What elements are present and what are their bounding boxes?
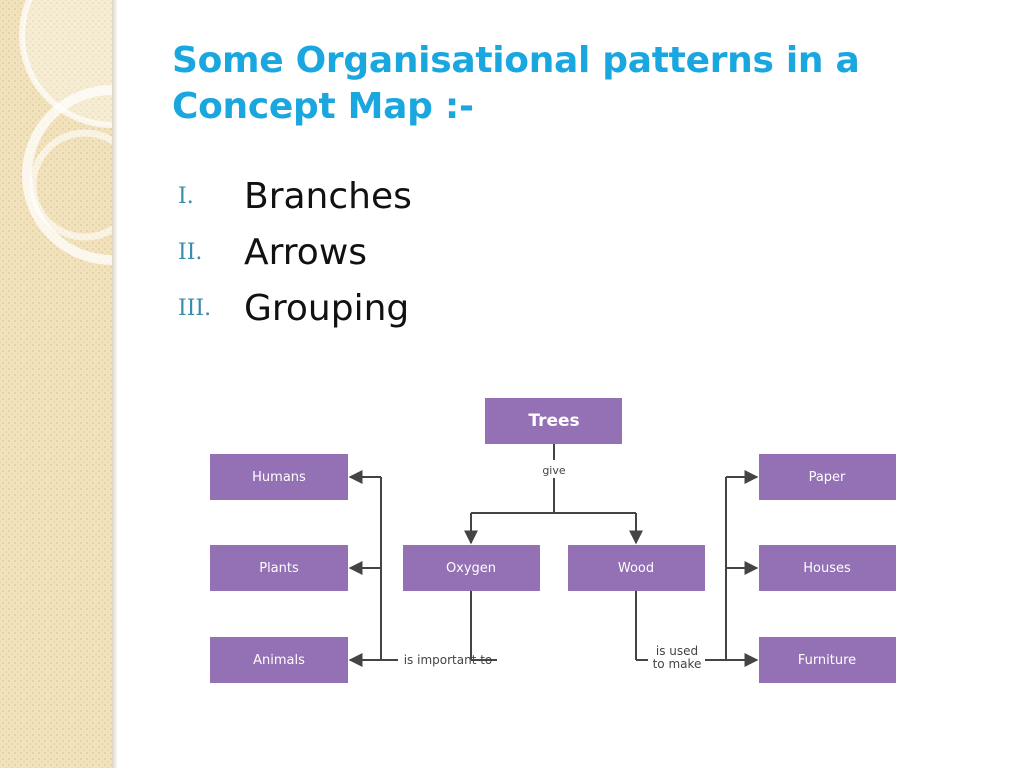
decorative-ring-small: [29, 129, 112, 241]
node-label: Trees: [528, 411, 579, 431]
link-label-to-make: to make: [653, 657, 702, 671]
list-item-text: Arrows: [244, 231, 368, 273]
node-animals: Animals: [210, 637, 348, 683]
node-box: [759, 637, 896, 683]
node-label: Wood: [618, 561, 654, 576]
list-numeral: III.: [178, 295, 212, 321]
node-furniture: Furniture: [759, 637, 896, 683]
node-wood: Wood: [568, 545, 705, 591]
node-box: [210, 454, 348, 500]
decorative-circles: [19, 0, 112, 265]
list-item-text: Grouping: [244, 287, 410, 329]
node-oxygen: Oxygen: [403, 545, 540, 591]
link-label-is-important-to: is important to: [404, 653, 493, 667]
list-item-text: Branches: [244, 175, 412, 217]
node-trees: Trees: [485, 398, 622, 444]
concept-map-diagram: give is important to is used to make Tre…: [210, 398, 896, 683]
node-label: Houses: [803, 561, 851, 576]
side-panel-shadow: [112, 0, 118, 768]
node-label: Plants: [259, 561, 299, 576]
decorative-side-panel: [0, 0, 112, 768]
node-plants: Plants: [210, 545, 348, 591]
node-houses: Houses: [759, 545, 896, 591]
title-line-1: Some Organisational patterns in a: [172, 40, 860, 81]
node-label: Oxygen: [446, 561, 496, 576]
node-box: [403, 545, 540, 591]
connector-lines: [348, 443, 759, 667]
node-label: Paper: [809, 470, 846, 485]
decorative-disc-top: [19, 0, 112, 128]
link-label-give: give: [542, 464, 566, 477]
pattern-list: I. Branches II. Arrows III. Grouping: [178, 168, 412, 336]
slide-title: Some Organisational patterns in a Concep…: [172, 38, 972, 130]
node-box: [568, 545, 705, 591]
link-label-is-used: is used: [656, 644, 698, 658]
node-box: [210, 545, 348, 591]
list-numeral: II.: [178, 239, 203, 265]
node-box: [485, 398, 622, 444]
node-box: [759, 545, 896, 591]
title-line-2: Concept Map :-: [172, 86, 474, 127]
list-item-grouping: III. Grouping: [178, 280, 412, 336]
list-numeral: I.: [178, 183, 194, 209]
node-box: [210, 637, 348, 683]
node-label: Furniture: [798, 653, 856, 668]
node-label: Animals: [253, 653, 305, 668]
list-item-arrows: II. Arrows: [178, 224, 412, 280]
node-paper: Paper: [759, 454, 896, 500]
list-item-branches: I. Branches: [178, 168, 412, 224]
node-box: [759, 454, 896, 500]
decorative-ring-large: [22, 85, 112, 265]
node-humans: Humans: [210, 454, 348, 500]
node-label: Humans: [252, 470, 306, 485]
